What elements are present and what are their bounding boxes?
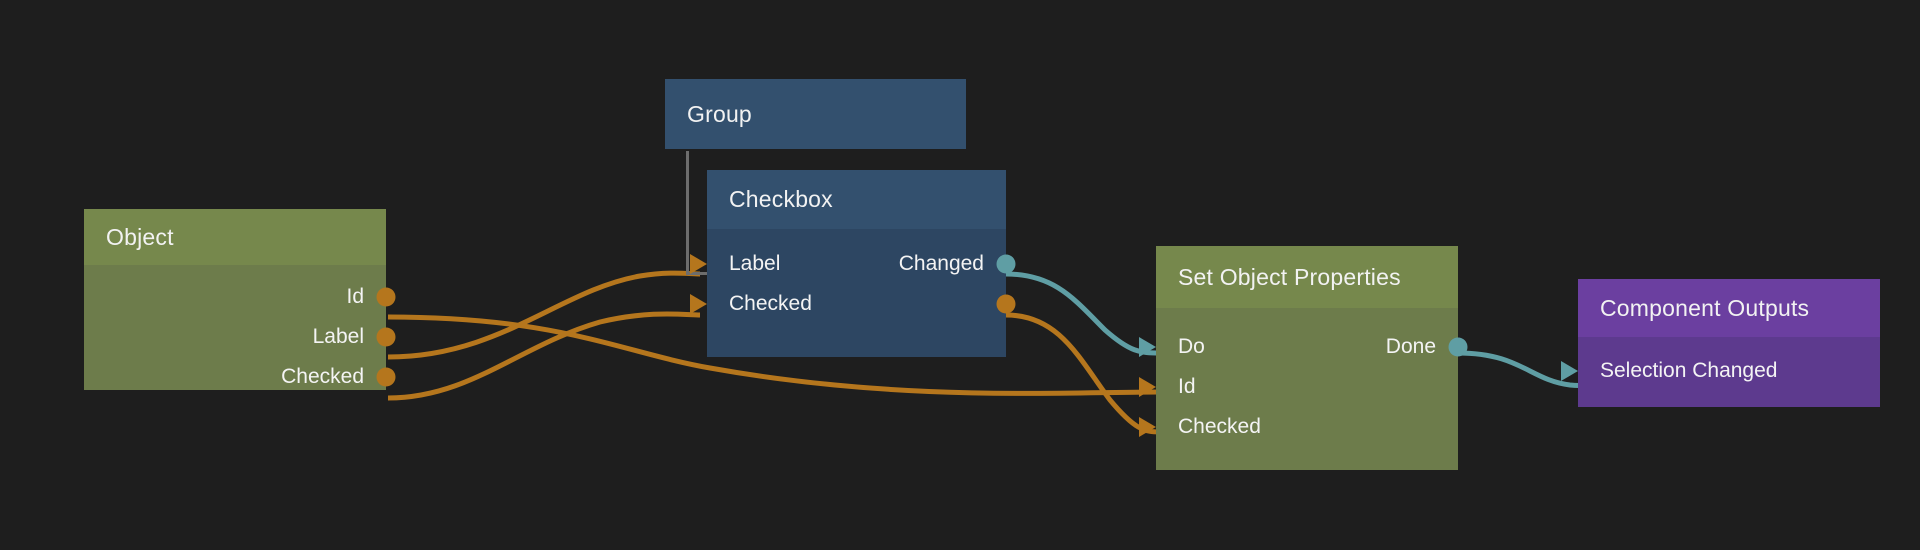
node-set-object-properties-title: Set Object Properties [1178,263,1401,290]
port-dot-setprops-done[interactable] [1448,337,1468,357]
port-label-checkbox-label: Label [729,252,781,275]
port-label-checkbox-checked: Checked [729,292,812,315]
port-label-object-id: Id [346,285,364,308]
port-arrow-selection-changed[interactable] [1561,361,1578,381]
wire-checkbox-changed-to-setprops-do [1005,271,1161,356]
port-row-object-label[interactable]: Label [84,317,396,357]
port-label-setprops-checked: Checked [1178,415,1261,438]
node-object-title: Object [106,223,174,250]
port-dot-object-checked[interactable] [376,367,396,387]
port-label-selection-changed: Selection Changed [1600,359,1778,382]
node-checkbox[interactable]: Checkbox Label Changed Checked [690,170,1016,357]
node-set-object-properties-body: Do Done Id Checked [1139,308,1468,470]
port-row-checkbox-label[interactable]: Label Changed [690,244,1016,284]
port-label-object-checked: Checked [281,365,364,388]
port-arrow-setprops-do[interactable] [1139,337,1156,357]
port-label-checkbox-changed: Changed [898,252,984,275]
node-set-object-properties[interactable]: Set Object Properties Do Done Id Checked [1139,246,1468,470]
wire-checkbox-out-to-setprops-checked [1005,312,1161,435]
port-arrow-checkbox-checked[interactable] [690,294,707,314]
node-group-header: Group [665,79,966,149]
wire-object-checked-to-checkbox-checked [387,311,701,401]
port-row-object-checked[interactable]: Checked [84,357,396,397]
port-row-checkbox-checked[interactable]: Checked [690,284,1016,324]
port-row-object-id[interactable]: Id [84,277,396,317]
port-label-setprops-id: Id [1178,375,1196,398]
port-row-setprops-checked[interactable]: Checked [1139,407,1458,447]
port-label-object-label: Label [312,325,364,348]
port-dot-object-label[interactable] [376,327,396,347]
port-label-setprops-done: Done [1385,335,1436,358]
node-component-outputs[interactable]: Component Outputs Selection Changed [1561,279,1880,407]
port-row-setprops-do[interactable]: Do Done [1139,327,1468,367]
wire-object-label-to-checkbox-label [387,270,701,360]
node-group[interactable]: Group [665,79,966,149]
node-checkbox-title: Checkbox [729,186,833,212]
node-component-outputs-header: Component Outputs [1578,279,1880,337]
node-checkbox-body: Label Changed Checked [690,229,1016,357]
node-object[interactable]: Object Id Label Checked [84,209,396,390]
port-dot-checkbox-changed[interactable] [996,254,1016,274]
node-object-header: Object [84,209,386,265]
port-dot-checkbox-output-2[interactable] [996,294,1016,314]
port-arrow-checkbox-label[interactable] [690,254,707,274]
port-arrow-setprops-checked[interactable] [1139,417,1156,437]
port-row-setprops-id[interactable]: Id [1139,367,1458,407]
port-label-setprops-do: Do [1178,335,1205,358]
node-component-outputs-title: Component Outputs [1600,294,1810,321]
port-dot-object-id[interactable] [376,287,396,307]
node-object-body: Id Label Checked [84,265,396,390]
node-group-title: Group [687,100,752,127]
node-component-outputs-body: Selection Changed [1561,337,1880,407]
node-set-object-properties-header: Set Object Properties [1156,246,1458,308]
port-row-selection-changed[interactable]: Selection Changed [1561,351,1880,391]
port-arrow-setprops-id[interactable] [1139,377,1156,397]
node-checkbox-header: Checkbox [707,170,1006,229]
